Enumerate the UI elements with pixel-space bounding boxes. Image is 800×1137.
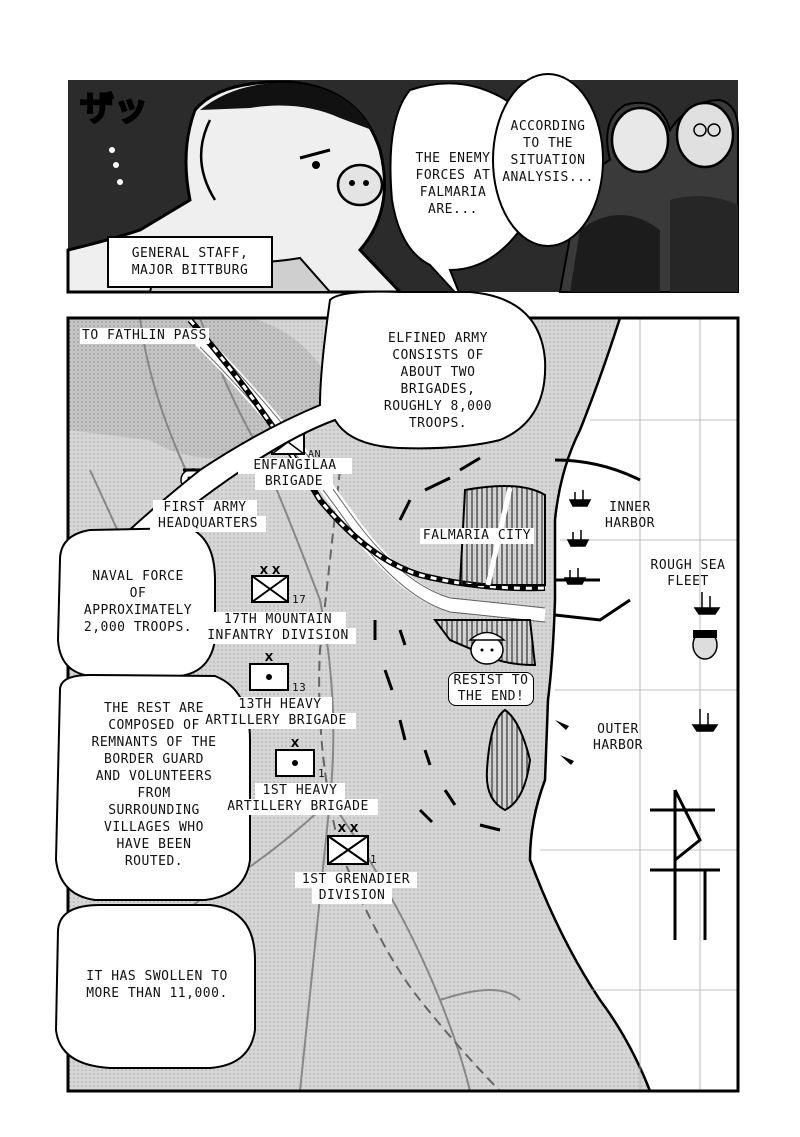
label-inner-harbor: INNER HARBOR [605, 500, 655, 531]
bubble-naval-force: NAVAL FORCE OF APPROXIMATELY 2,000 TROOP… [83, 569, 193, 635]
svg-text:X: X [265, 651, 274, 664]
bubble-elfined-army: ELFINED ARMY CONSISTS OF ABOUT TWO BRIGA… [383, 331, 493, 431]
defender-icon [468, 631, 506, 665]
label-fleet: FLEET [667, 574, 709, 589]
label-17th-mountain: 17TH MOUNTAIN [210, 612, 346, 628]
bubble-enemy-forces: THE ENEMY FORCES AT FALMARIA ARE... [415, 151, 491, 217]
label-grenadier-division: DIVISION [312, 888, 392, 904]
label-first-army: FIRST ARMY [153, 500, 257, 516]
label-13th-artillery-brigade: ARTILLERY BRIGADE [196, 713, 356, 729]
map-bubbles [54, 290, 547, 1069]
label-infantry-division: INFANTRY DIVISION [200, 628, 356, 644]
label-to-fathlin-pass: TO FATHLIN PASS [80, 328, 209, 344]
label-an: An [308, 449, 322, 460]
panel-1: ザッ [66, 73, 739, 301]
label-num-13: 13 [292, 681, 307, 694]
fleet-icon [692, 630, 718, 660]
label-enfangilaa-brigade: BRIGADE [255, 474, 333, 490]
bubble-remnants: THE REST ARE COMPOSED OF REMNANTS OF THE… [91, 701, 217, 869]
sfx-text: ザッ [80, 89, 148, 129]
svg-text:X X: X X [260, 564, 281, 577]
bubble-swollen: IT HAS SWOLLEN TO MORE THAN 11,000. [86, 969, 228, 1001]
label-enfangilaa: ENFANGILAA [238, 458, 352, 474]
label-num-17: 17 [292, 593, 307, 606]
label-rough-sea: ROUGH SEA [650, 558, 726, 573]
label-outer-harbor: OUTER HARBOR [593, 722, 643, 753]
label-13th-heavy: 13TH HEAVY [228, 697, 332, 713]
label-resist-to-the-end: RESIST TO THE END! [448, 672, 534, 706]
svg-text:X X: X X [338, 822, 359, 835]
label-1st-heavy: 1ST HEAVY [255, 783, 345, 799]
label-1st-artillery-brigade: ARTILLERY BRIGADE [218, 799, 378, 815]
label-num-1b: 1 [370, 853, 378, 866]
bubble-situation-analysis: ACCORDING TO THE SITUATION ANALYSIS... [502, 119, 594, 185]
svg-text:X: X [291, 737, 300, 750]
label-headquarters: HEADQUARTERS [150, 516, 266, 532]
caption-general-staff: GENERAL STAFF, MAJOR BITTBURG [131, 246, 249, 278]
label-num-1a: 1 [318, 767, 326, 780]
label-1st-grenadier: 1ST GRENADIER [295, 872, 417, 888]
label-falmaria-city: FALMARIA CITY [420, 528, 534, 544]
